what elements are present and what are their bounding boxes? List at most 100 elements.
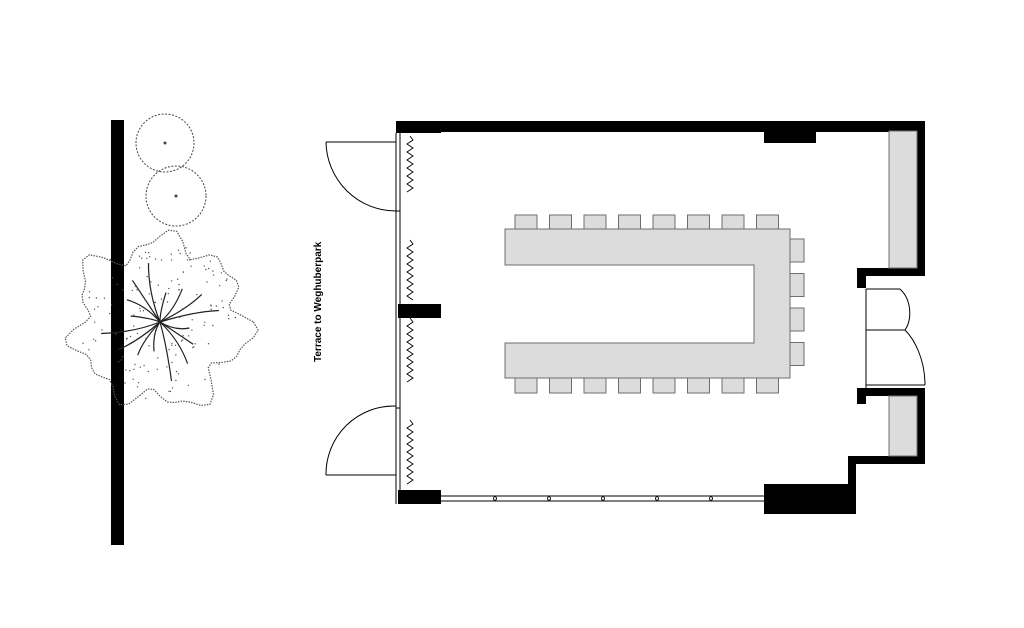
tree-stipple [94,322,95,323]
wall-top [396,121,925,132]
tree-stipple [204,322,205,323]
column-top [764,127,816,143]
tree-stipple [175,354,176,355]
tree-stipple [168,293,169,294]
tree-stipple [141,258,142,259]
column-bottom-right [764,484,856,514]
terrace-label: Terrace to Weghuberpark [313,241,324,362]
tree-stipple [146,258,147,259]
tree-stipple [145,338,146,339]
mullion [601,497,604,500]
tree-stipple [178,289,179,290]
tree-stipple [135,286,136,287]
tree-stipple [126,338,127,339]
tree-stipple [171,362,172,363]
mullion [547,497,550,500]
tree-stipple [195,343,196,344]
tree-stipple [216,305,217,306]
tree-stipple [93,339,94,340]
tree-stipple [138,382,139,383]
tree-stipple [171,254,172,255]
chair-icon [653,378,675,393]
chair-icon [757,378,779,393]
wall-right-notch-bottom [857,388,925,396]
tree-stipple [117,284,118,285]
tree-stipple [147,276,148,277]
wall-right-bottom [917,388,925,464]
mullion [709,497,712,500]
tree-stipple [223,307,224,308]
tree-stipple [204,379,205,380]
chair-icon [790,343,804,366]
tree-stipple [226,278,227,279]
tree-stipple [190,252,191,253]
pier-left-bottom [398,490,441,504]
wall-left-top-corner [396,121,441,133]
mullion [493,497,496,500]
tree-stipple [175,380,176,381]
tree-stipple [137,386,138,387]
tree-stipple [208,268,209,269]
chair-icon [688,378,710,393]
tree-stipple [172,387,173,388]
tree-stipple [185,247,186,248]
chair-icon [790,239,804,262]
tree-stipple [148,345,149,346]
tree-stipple [89,291,90,292]
tree-stipple [204,265,205,266]
tree-stipple [211,309,212,310]
tree-stipple [133,325,134,326]
tree-stipple [101,329,102,330]
tree-stipple [192,319,193,320]
tree-stipple [170,391,171,392]
chair-icon [619,215,641,229]
tree-stipple [182,339,183,340]
chair-icon [653,215,675,229]
tree-stipple [171,280,172,281]
chair-icon [722,378,744,393]
chair-icon [757,215,779,229]
tree-stipple [139,395,140,396]
tree-stipple [212,270,213,271]
wall-right-jamb-bottom [857,388,866,404]
tree-stipple [178,284,179,285]
tree-stipple [228,315,229,316]
tree-stipple [133,379,134,380]
tree-stipple [221,272,222,273]
tree-stipple [109,313,110,314]
tree-stipple [140,366,141,367]
tree-stipple [171,345,172,346]
chair-icon [550,378,572,393]
tree-stipple [140,310,141,311]
tree-stipple [122,356,123,357]
tree-stipple [187,259,188,260]
tree-stipple [212,325,213,326]
wall-right-notch-top [857,268,925,276]
tree-stipple [161,259,162,260]
tree-stipple [219,285,220,286]
chair-icon [790,308,804,331]
tree-stipple [95,340,96,341]
tree-stipple [129,370,130,371]
tree-stipple [168,391,169,392]
tree-stipple [150,281,151,282]
tree-stipple [221,300,222,301]
cabinet-top-right [889,131,917,268]
tree-stipple [97,306,98,307]
tree-stipple [191,330,192,331]
tree-stipple [122,289,123,290]
tree-stipple [112,277,113,278]
tree-stipple [155,258,156,259]
tree-stipple [133,314,134,315]
chair-icon [515,378,537,393]
tree-stipple [96,297,97,298]
tree-stipple [134,364,135,365]
tree-stipple [188,335,189,336]
chair-icon [619,378,641,393]
tree-stipple [210,261,211,262]
chair-icon [515,215,537,229]
tree-stipple [133,369,134,370]
tree-stipple [168,288,169,289]
tree-stipple [167,301,168,302]
tree-stipple [180,253,181,254]
